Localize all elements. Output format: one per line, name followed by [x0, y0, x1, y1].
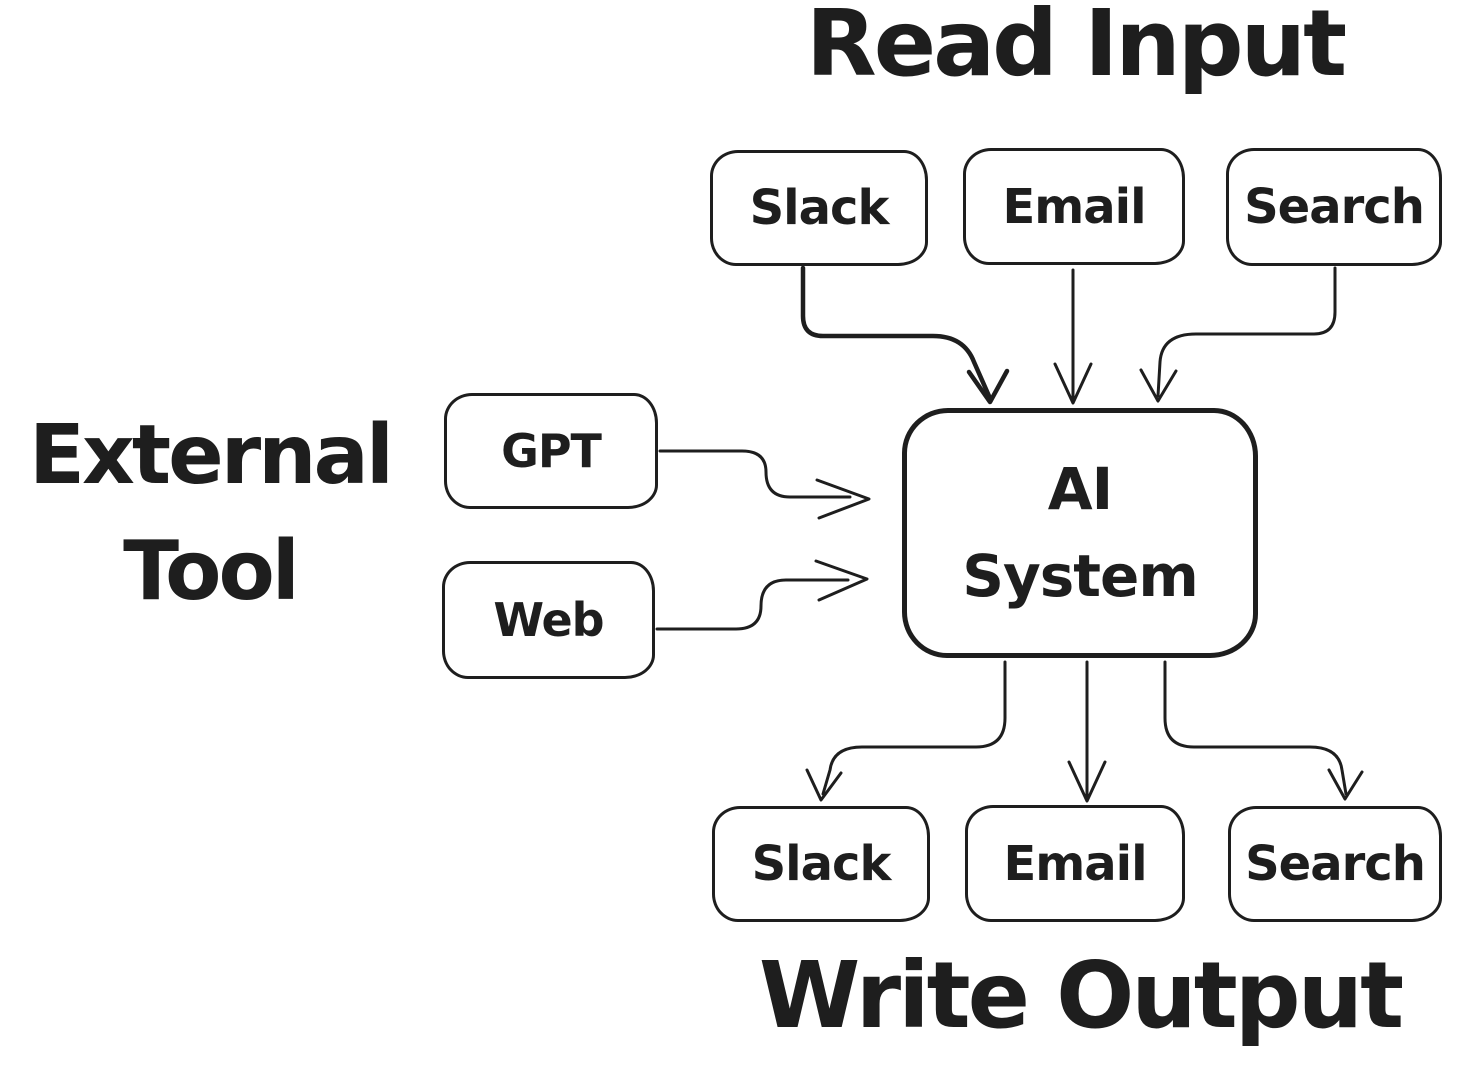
node-output-search-label: Search [1245, 836, 1426, 892]
node-web[interactable]: Web [442, 561, 655, 679]
node-input-search[interactable]: Search [1226, 148, 1442, 266]
node-input-email[interactable]: Email [963, 148, 1185, 265]
node-gpt[interactable]: GPT [444, 393, 658, 509]
node-ai-system[interactable]: AI System [902, 408, 1258, 658]
edge-ai-system-to-slack-output[interactable] [805, 660, 1007, 802]
node-input-slack[interactable]: Slack [710, 150, 928, 266]
node-output-email[interactable]: Email [965, 805, 1185, 922]
external-tool-label[interactable]: External Tool [0, 398, 420, 631]
write-output-title[interactable]: Write Output [758, 942, 1404, 1049]
external-tool-line2: Tool [123, 524, 300, 620]
node-output-email-label: Email [1003, 835, 1147, 892]
edge-ai-system-to-email-output[interactable] [1067, 660, 1107, 803]
node-output-slack-label: Slack [751, 836, 892, 892]
edge-slack-input-to-ai-system[interactable] [800, 265, 1010, 405]
node-output-slack[interactable]: Slack [712, 806, 930, 922]
edge-search-input-to-ai-system[interactable] [1139, 266, 1337, 403]
node-ai-system-label-line1: AI [1047, 455, 1113, 523]
read-input-title[interactable]: Read Input [805, 0, 1347, 97]
node-ai-system-label-line2: System [962, 542, 1199, 610]
edge-email-input-to-ai-system[interactable] [1053, 268, 1093, 405]
node-input-slack-label: Slack [749, 180, 890, 236]
external-tool-line1: External [29, 408, 394, 503]
edge-gpt-to-ai-system[interactable] [658, 449, 871, 520]
node-output-search[interactable]: Search [1228, 806, 1442, 922]
edge-web-to-ai-system[interactable] [655, 559, 869, 631]
node-web-label: Web [493, 593, 604, 647]
edge-ai-system-to-search-output[interactable] [1163, 660, 1364, 801]
node-gpt-label: GPT [501, 424, 602, 478]
node-input-search-label: Search [1244, 179, 1425, 235]
node-input-email-label: Email [1002, 178, 1146, 235]
